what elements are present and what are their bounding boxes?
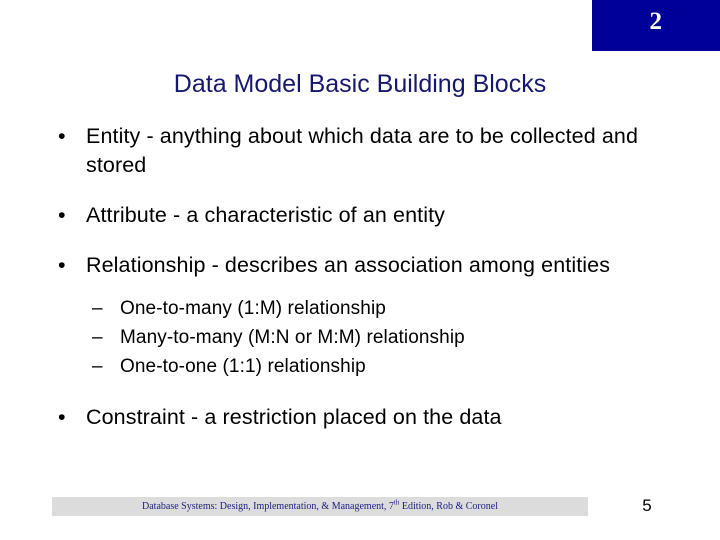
list-item: • Entity - anything about which data are… <box>48 122 688 180</box>
sub-list-item-label: One-to-many (1:M) relationship <box>120 298 386 319</box>
dash-icon: – <box>92 327 103 348</box>
footer-bar: Database Systems: Design, Implementation… <box>52 497 588 516</box>
footer-citation-prefix: Database Systems: Design, Implementation… <box>142 501 394 512</box>
sub-list-item-label: Many-to-many (M:N or M:M) relationship <box>120 327 465 348</box>
list-item: • Attribute - a characteristic of an ent… <box>48 201 688 230</box>
bullet-icon: • <box>58 203 66 227</box>
list-item-label: Constraint - a restriction placed on the… <box>86 405 502 429</box>
slide-body: • Entity - anything about which data are… <box>48 122 688 453</box>
bullet-icon: • <box>58 253 66 277</box>
footer-citation-superscript: th <box>393 498 400 507</box>
sub-list-item: – One-to-one (1:1) relationship <box>48 353 688 380</box>
dash-icon: – <box>92 298 103 319</box>
page-number: 5 <box>642 496 652 515</box>
page-title: Data Model Basic Building Blocks <box>173 70 547 98</box>
chapter-banner: 2 <box>592 0 720 51</box>
footer-citation: Database Systems: Design, Implementation… <box>52 497 588 516</box>
list-item-label: Entity - anything about which data are t… <box>86 124 639 177</box>
list-item: • Constraint - a restriction placed on t… <box>48 403 688 432</box>
list-item-label: Relationship - describes an association … <box>86 253 611 277</box>
chapter-number: 2 <box>649 8 663 35</box>
sub-list-item: – Many-to-many (M:N or M:M) relationship <box>48 324 688 351</box>
list-item: • Relationship - describes an associatio… <box>48 251 688 280</box>
sub-list: – One-to-many (1:M) relationship – Many-… <box>48 295 688 380</box>
bullet-icon: • <box>58 405 66 429</box>
sub-list-item-label: One-to-one (1:1) relationship <box>120 356 366 377</box>
list-item-label: Attribute - a characteristic of an entit… <box>86 203 446 227</box>
dash-icon: – <box>92 356 103 377</box>
sub-list-item: – One-to-many (1:M) relationship <box>48 295 688 322</box>
bullet-icon: • <box>58 124 66 148</box>
footer-citation-suffix: Edition, Rob & Coronel <box>399 501 498 512</box>
spacer <box>48 394 688 403</box>
